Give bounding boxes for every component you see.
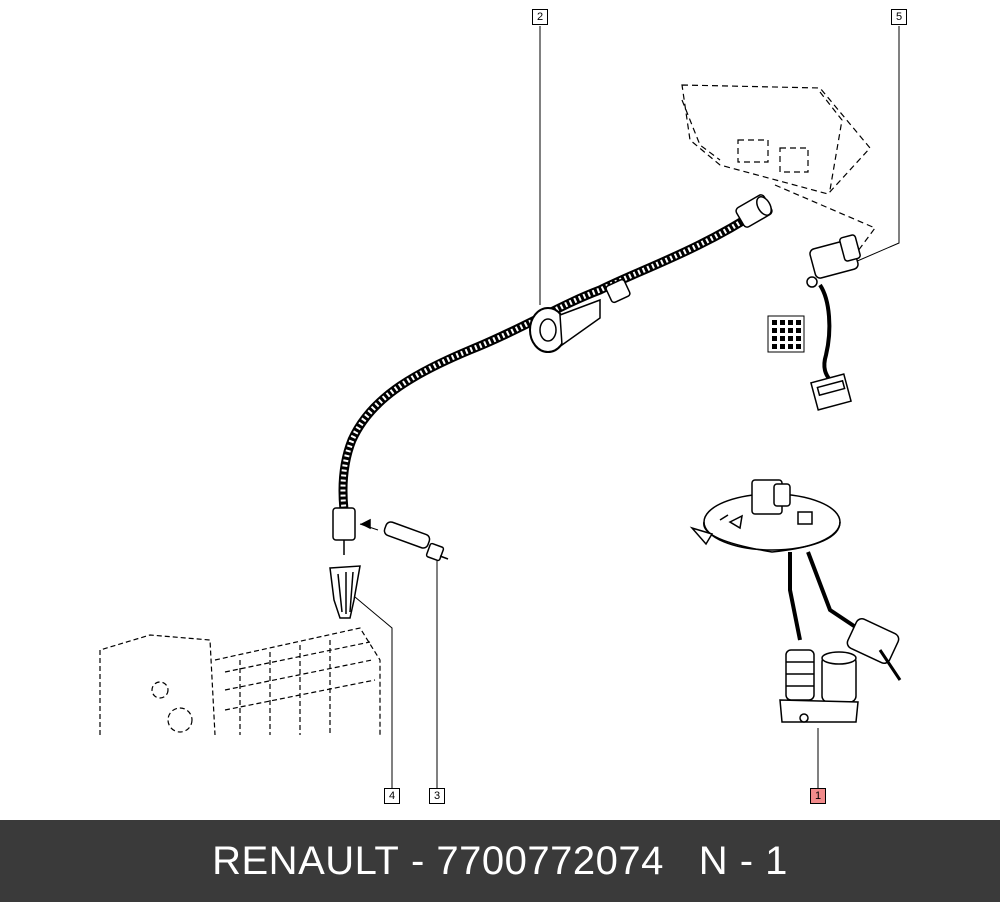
connector-pinout-icon — [767, 315, 805, 353]
wiring-harness — [806, 234, 861, 411]
position-code: N - 1 — [698, 838, 788, 883]
speedometer-cable — [332, 194, 773, 555]
drive-pinion — [359, 518, 449, 562]
callout-4: 4 — [384, 788, 400, 804]
parts-diagram — [99, 26, 902, 789]
instrument-cluster — [681, 84, 876, 256]
callout-1: 1 — [810, 788, 826, 804]
callout-3: 3 — [429, 788, 445, 804]
spacer — [664, 839, 699, 884]
fuel-level-sender — [689, 479, 902, 723]
separator: - — [399, 838, 437, 883]
part-number: 7700772074 — [436, 838, 664, 883]
callout-5: 5 — [891, 9, 907, 25]
callout-2: 2 — [532, 9, 548, 25]
clip-sleeve — [329, 565, 361, 619]
part-info-bar: RENAULT - 7700772074 N - 1 — [0, 820, 1000, 902]
brand-name: RENAULT — [212, 838, 400, 883]
gearbox — [99, 627, 381, 736]
